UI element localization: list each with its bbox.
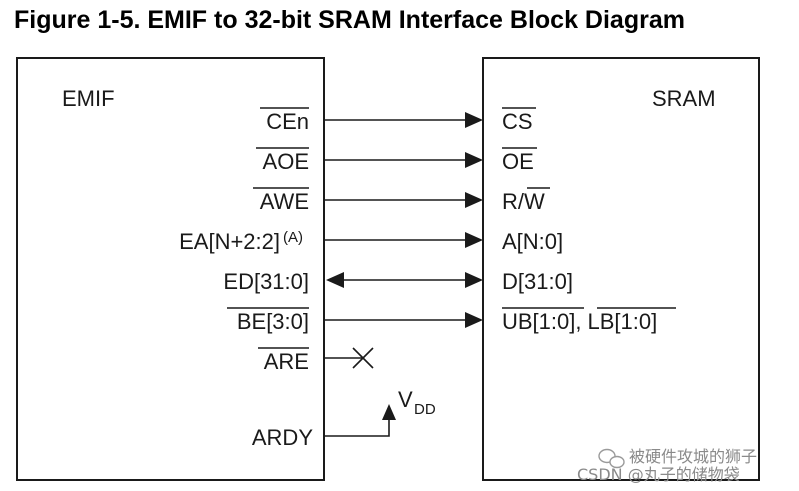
sram-label: SRAM [652,86,716,111]
wire-ardy-vdd [324,414,390,437]
sram-signal-bytes: UB[1:0], LB[1:0] [502,309,657,334]
arrowhead-rw [465,192,483,208]
arrowhead-data-left [326,272,344,288]
arrowhead-data-right [465,272,483,288]
vdd-subscript: DD [414,401,436,418]
emif-signal-ea: EA[N+2:2] [179,229,280,254]
sram-signal-data: D[31:0] [502,269,573,294]
sram-signal-rw-r: R/ [502,189,525,214]
emif-block [16,57,325,481]
sram-signal-lb: LB[1:0] [588,309,658,334]
sram-signal-address: A[N:0] [502,229,563,254]
vdd-label: V [398,387,413,412]
wechat-icon [598,448,625,469]
emif-signal-aoe: AOE [263,149,309,174]
sram-signal-comma: , [575,309,581,334]
emif-signal-awe: AWE [260,189,309,214]
emif-label: EMIF [62,86,115,111]
figure-title: Figure 1-5. EMIF to 32-bit SRAM Interfac… [14,6,685,34]
watermark-author: 被硬件攻城的狮子 [629,447,757,466]
arrowhead-cs [465,112,483,128]
emif-signal-ed: ED[31:0] [223,269,309,294]
emif-signal-be: BE[3:0] [237,309,309,334]
watermark-csdn: CSDN @丸子的储物袋 [577,465,740,484]
vdd-arrowhead [382,404,396,420]
sram-signal-rw: R/W [502,189,545,214]
sram-signal-cs: CS [502,109,533,134]
sram-signal-oe: OE [502,149,534,174]
emif-signal-cen: CEn [266,109,309,134]
emif-signal-are: ARE [264,349,309,374]
sram-signal-rw-w: W [524,189,545,214]
no-connect-mark-b [352,347,374,369]
arrowhead-oe [465,152,483,168]
emif-signal-ardy: ARDY [252,425,313,450]
arrowhead-addr [465,232,483,248]
sram-signal-ub: UB[1:0] [502,309,575,334]
emif-signal-ea-note: (A) [283,229,303,246]
arrowhead-ublb [465,312,483,328]
sram-block [482,57,760,481]
